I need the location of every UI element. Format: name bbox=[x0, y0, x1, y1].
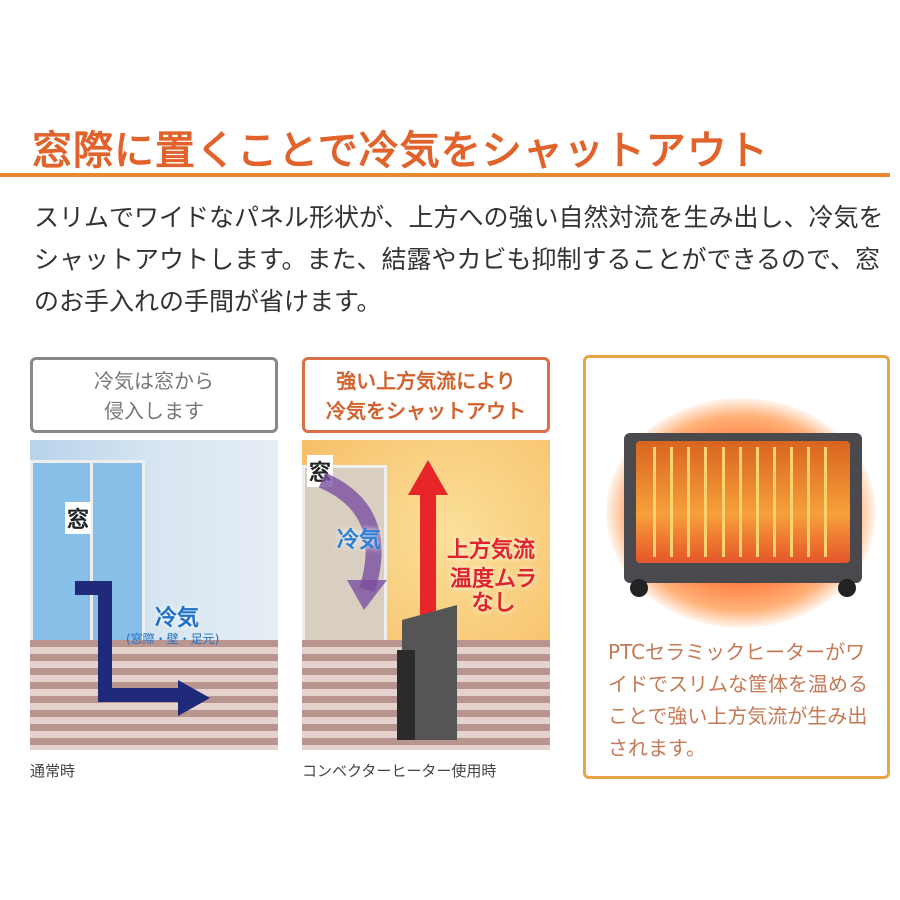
normal-scene-illustration: 窓 冷気 (窓際・壁・足元) bbox=[30, 440, 278, 750]
cold-air-label: 冷気 bbox=[155, 606, 200, 631]
cold-air-sublabel: (窓際・壁・足元) bbox=[126, 632, 220, 646]
ptc-description: PTCセラミックヒーターがワイドでスリムな筐体を温めることで強い上方気流が生み出… bbox=[608, 640, 868, 760]
window-frame bbox=[90, 460, 93, 660]
cold-air-arrow-icon bbox=[75, 581, 210, 716]
heading-line: 強い上方気流により bbox=[336, 369, 516, 393]
heading-line: 侵入します bbox=[104, 399, 204, 423]
heater-heading: 強い上方気流により 冷気をシャットアウト bbox=[302, 357, 550, 433]
intro-text: スリムでワイドなパネル形状が、上方への強い自然対流を生み出し、冷気をシャットアウ… bbox=[34, 203, 884, 316]
window-label: 窓 bbox=[65, 502, 92, 534]
normal-heading: 冷気は窓から 侵入します bbox=[30, 357, 278, 433]
normal-caption: 通常時 bbox=[30, 762, 76, 780]
cold-air-label: 冷気 bbox=[337, 528, 382, 553]
label-line: 温度ムラ bbox=[450, 567, 537, 592]
heater-product-image bbox=[624, 433, 862, 597]
window bbox=[30, 460, 145, 660]
updraft-label: 上方気流 bbox=[447, 538, 536, 563]
heater-scene-illustration: 窓 冷気 上方気流 温度ムラ なし bbox=[302, 440, 550, 750]
heading-line: 冷気をシャットアウト bbox=[326, 399, 526, 423]
page-title: 窓際に置くことで冷気をシャットアウト bbox=[32, 128, 769, 174]
no-temperature-unevenness-label: 温度ムラ なし bbox=[450, 568, 537, 616]
heading-line: 冷気は窓から bbox=[94, 369, 214, 393]
airflow-arrows-icon bbox=[318, 460, 457, 740]
ptc-heater-panel: PTCセラミックヒーターがワイドでスリムな筐体を温めることで強い上方気流が生み出… bbox=[583, 355, 890, 779]
title-divider bbox=[0, 173, 890, 177]
label-line: なし bbox=[471, 591, 516, 616]
heater-caption: コンベクターヒーター使用時 bbox=[302, 762, 497, 780]
